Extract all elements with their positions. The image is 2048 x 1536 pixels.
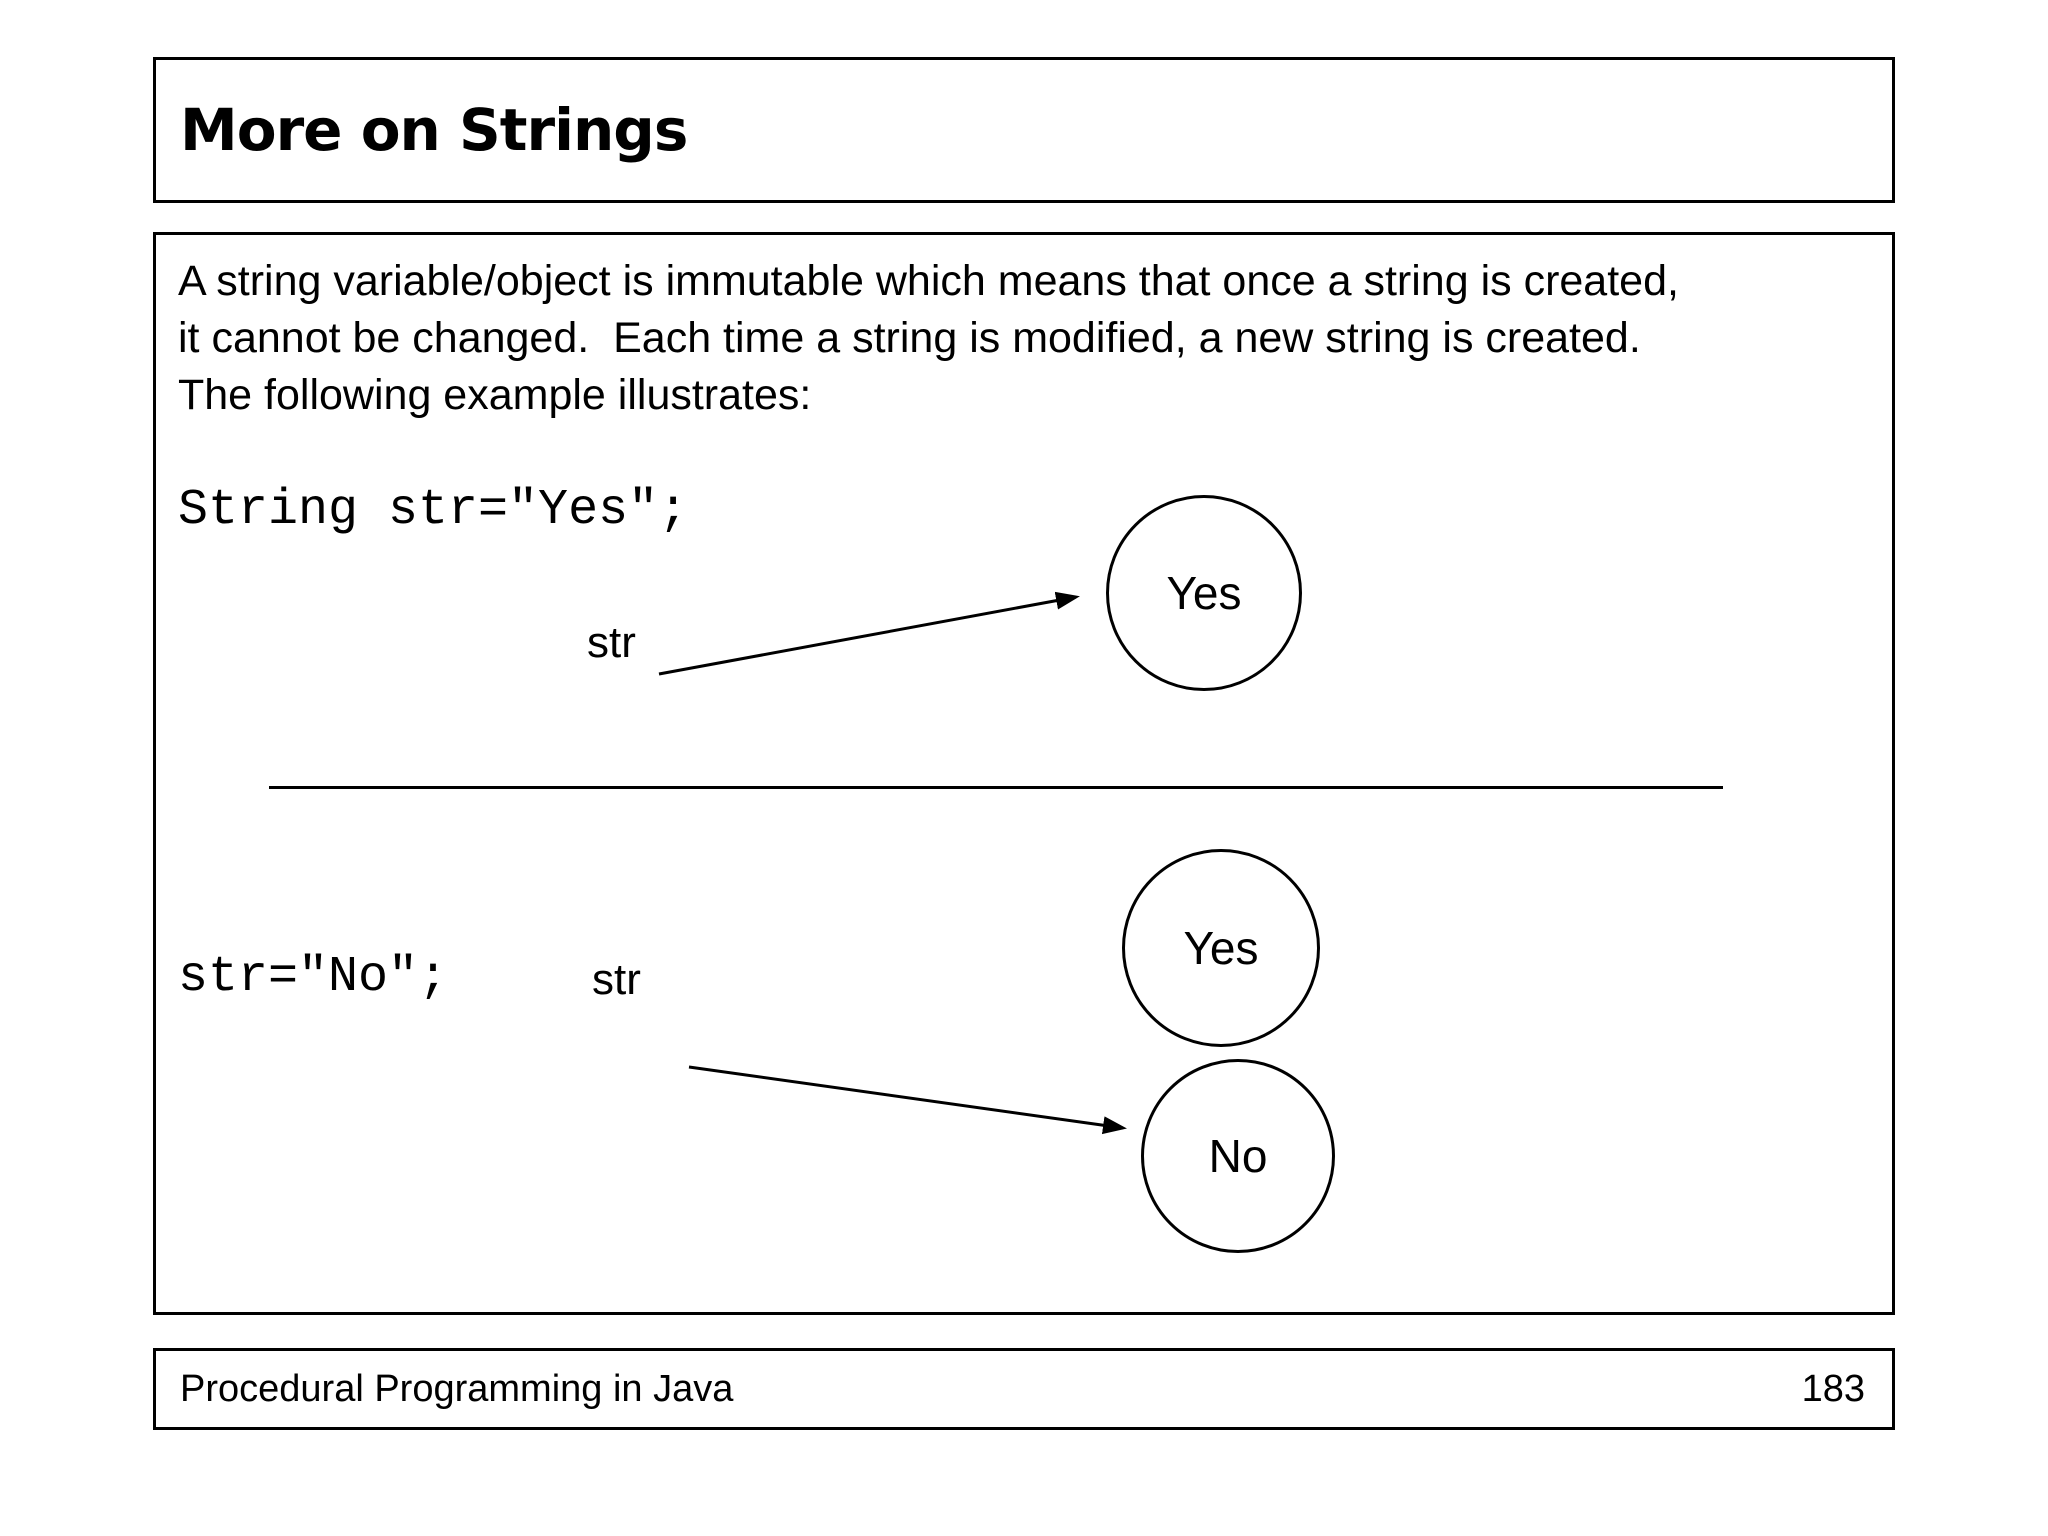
title-box: More on Strings [153,57,1895,203]
string-object-circle-no: No [1141,1059,1335,1253]
arrow-icon-2 [688,1065,1127,1135]
string-object-circle-yes-2: Yes [1122,849,1320,1047]
paragraph-line: A string variable/object is immutable wh… [178,257,1679,305]
circle-label: Yes [1166,567,1242,619]
content-box: A string variable/object is immutable wh… [153,232,1895,1315]
circle-label: No [1208,1130,1268,1182]
str-pointer-label-2: str [592,955,641,1004]
page-title: More on Strings [180,96,688,164]
footer-course-title: Procedural Programming in Java [180,1367,734,1410]
paragraph-line: The following example illustrates: [178,371,812,419]
body-paragraph: A string variable/object is immutable wh… [178,253,1679,424]
footer-page-number: 183 [1801,1367,1865,1410]
code-string-declaration: String str="Yes"; [178,482,689,539]
code-string-reassignment: str="No"; [178,949,449,1006]
circle-label: Yes [1183,922,1259,974]
str-pointer-label-1: str [587,618,636,667]
arrow-icon-1 [658,591,1080,676]
paragraph-line: it cannot be changed. Each time a string… [178,314,1641,362]
string-object-circle-yes-1: Yes [1106,495,1302,691]
footer-box: Procedural Programming in Java 183 [153,1348,1895,1430]
divider-line [269,786,1723,789]
